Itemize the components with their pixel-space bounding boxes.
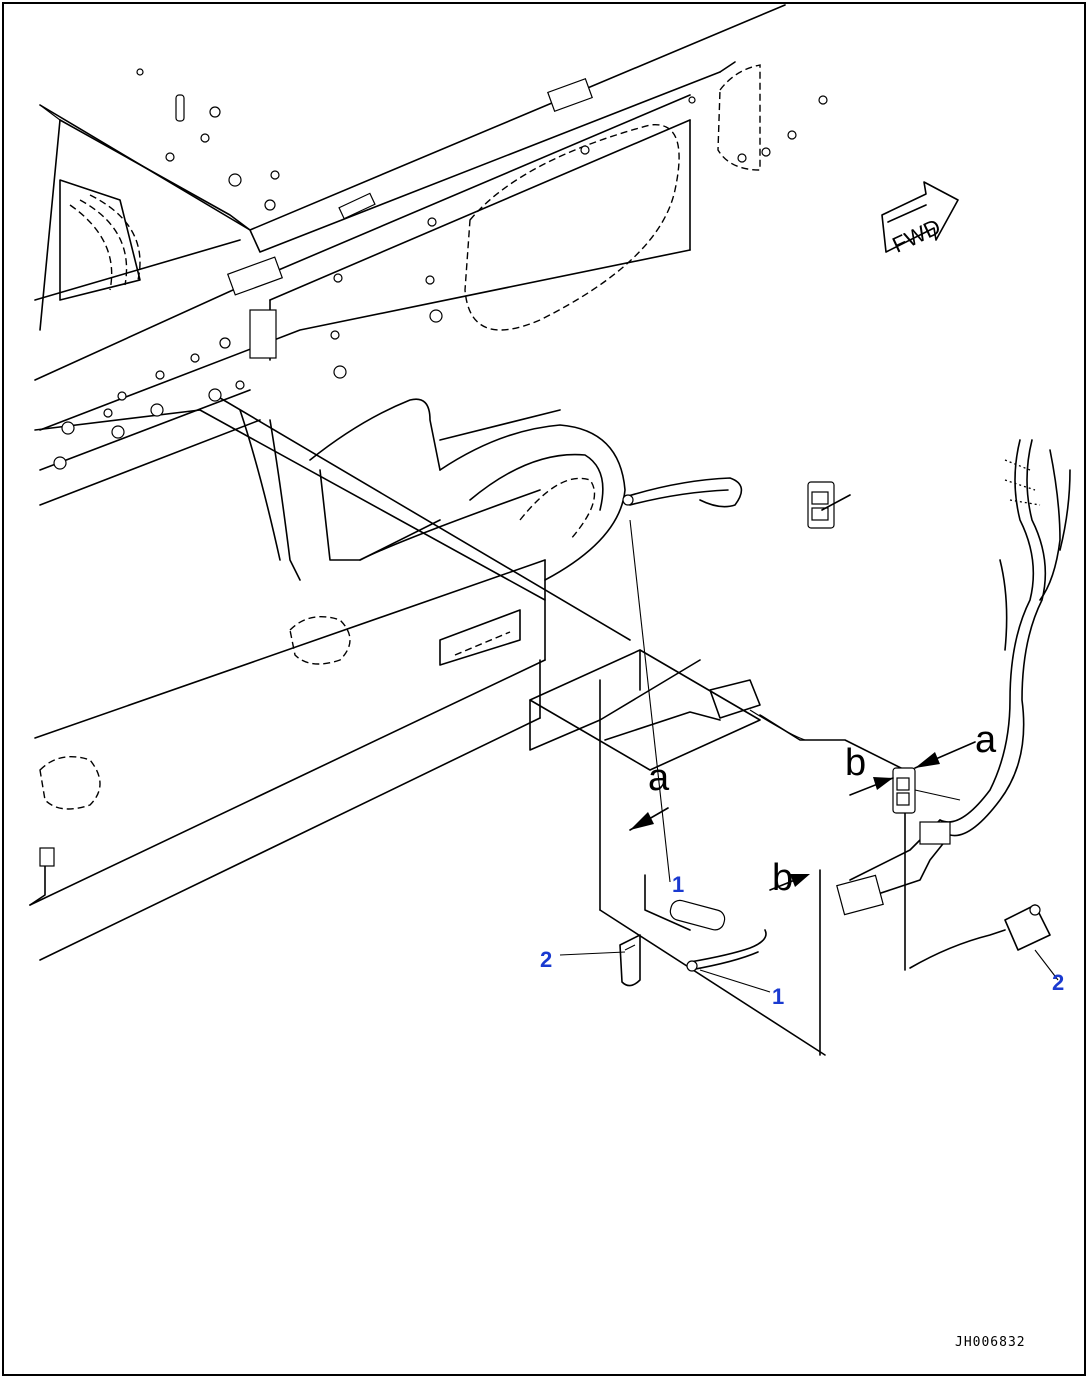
- callout-b-low: b: [772, 857, 793, 899]
- leader-lines: [559, 494, 1059, 993]
- frame-end-bolt: [29, 847, 55, 906]
- part-number-2-right: 2: [1052, 970, 1064, 995]
- frame-holes: [39, 609, 521, 810]
- chassis-frame: [29, 4, 786, 961]
- part-1-cable-lower: [669, 899, 767, 972]
- part-1-cable-upper: [622, 477, 743, 508]
- fwd-label: FWD: [888, 214, 944, 258]
- callout-a-left: a: [648, 757, 670, 799]
- part-2-clamp-right: [909, 904, 1051, 969]
- part-number-1-lower: 1: [772, 984, 784, 1009]
- bolt-set: [53, 68, 828, 470]
- hatched-panel: [59, 179, 141, 301]
- drawing-code: JH006832: [955, 1335, 1026, 1350]
- duct-assembly: [239, 398, 626, 581]
- part-number-1-upper: 1: [672, 872, 684, 897]
- frame-cutout-upper: [464, 64, 761, 331]
- callout-b-mid: b: [845, 742, 866, 784]
- part-number-2-left: 2: [540, 947, 552, 972]
- fwd-arrow-icon: FWD: [881, 181, 959, 258]
- part-2-clamp-left: [619, 934, 641, 987]
- bracket-plate: [529, 649, 906, 1056]
- connector-lower: [807, 481, 835, 529]
- callout-a-top-right: a: [975, 719, 997, 761]
- wiring-harness: [836, 439, 1071, 916]
- connector-upper: [892, 767, 961, 814]
